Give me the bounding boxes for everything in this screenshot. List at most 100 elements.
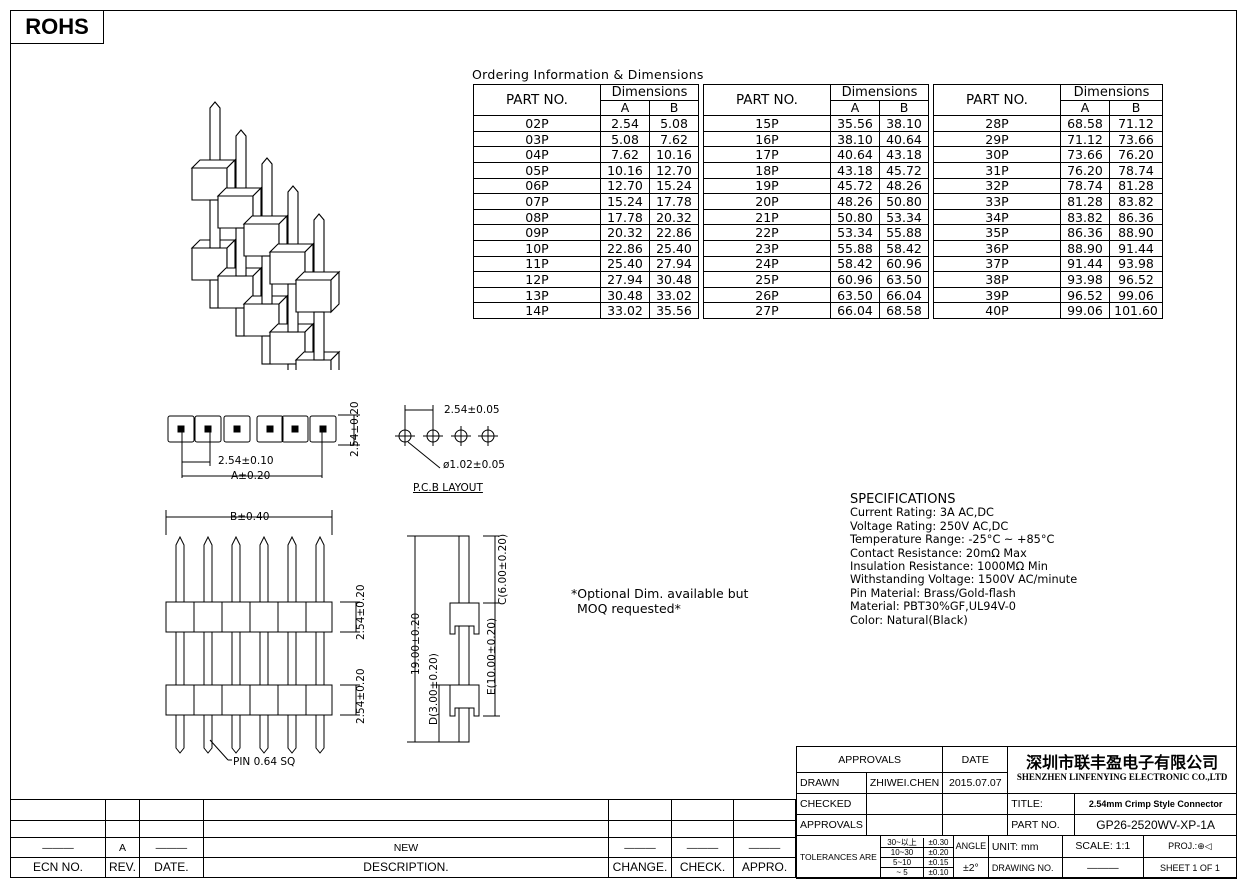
spec-line: Pin Material: Brass/Gold-flash [850, 586, 1016, 600]
table-cell: 43.18 [830, 161, 880, 179]
block-front-face [295, 359, 332, 370]
spec-line: Voltage Rating: 250V AC,DC [850, 519, 1009, 533]
block-side-face [330, 270, 340, 314]
table-cell: 25P [703, 271, 831, 288]
dimensions-header: Dimensions [1060, 84, 1163, 101]
front-pin [259, 535, 269, 754]
top-view-cell [194, 415, 222, 443]
ordering-title: Ordering Information & Dimensions [472, 67, 704, 82]
table-cell: 40.64 [830, 146, 880, 163]
front-b-dim: B±0.40 [230, 511, 270, 523]
table-cell: 10P [473, 239, 601, 257]
table-cell: 12P [473, 271, 601, 288]
table-cell: 27.94 [600, 271, 650, 288]
table-cell: 81.28 [1060, 193, 1110, 210]
front-pin [231, 535, 241, 754]
side-d-dim: D(3.00±0.20) [428, 653, 440, 725]
table-cell: 7.62 [600, 146, 650, 163]
table-cell: 20.32 [649, 208, 699, 226]
table-cell: 93.98 [1060, 271, 1110, 288]
projection-icon: ⊕◁ [1197, 841, 1212, 851]
table-cell: 32P [933, 177, 1061, 195]
front-pin [203, 535, 213, 754]
table-cell: 93.98 [1109, 255, 1163, 273]
table-cell: 48.26 [879, 177, 929, 195]
top-a-dim: A±0.20 [231, 470, 271, 482]
table-cell: 81.28 [1109, 177, 1163, 195]
tolerance-cell: ~ 5 [880, 867, 925, 877]
tolerance-cell: ±0.15 [923, 857, 953, 868]
pin-square [291, 425, 299, 433]
table-cell: 73.66 [1060, 146, 1110, 163]
table-cell: 50.80 [830, 208, 880, 226]
tolerance-cell: 10~30 [880, 847, 925, 858]
table-cell: 25.40 [600, 255, 650, 273]
table-cell: 55.88 [830, 239, 880, 257]
table-cell: 03P [473, 130, 601, 148]
table-cell: 58.42 [879, 239, 929, 257]
front-h2-dim: 2.54±0.20 [355, 668, 367, 724]
pin-square [319, 425, 327, 433]
table-cell: 40P [933, 302, 1061, 319]
front-pin [175, 535, 185, 754]
table-cell: 76.20 [1109, 146, 1163, 163]
table-cell: 43.18 [879, 146, 929, 163]
dim-a-header: A [830, 99, 880, 117]
dim-a-header: A [1060, 99, 1110, 117]
table-cell: 33.02 [600, 302, 650, 319]
front-view [165, 510, 360, 761]
table-cell: 96.52 [1109, 271, 1163, 288]
part-no-header: PART NO. [703, 83, 831, 117]
pcb-hole-dim: ø1.02±0.05 [443, 459, 505, 471]
table-cell: 20.32 [600, 224, 650, 241]
table-cell: 58.42 [830, 255, 880, 273]
tolerance-cell: ±0.10 [928, 867, 949, 877]
table-cell: 38.10 [879, 115, 929, 132]
company-cn: 深圳市联丰盈电子有限公司 [1026, 753, 1219, 772]
optional-note: *Optional Dim. available but MOQ request… [571, 586, 749, 616]
company-en: SHENZHEN LINFENYING ELECTRONIC CO.,LTD [1016, 772, 1228, 782]
table-cell: 35.56 [830, 115, 880, 132]
table-cell: 48.26 [830, 193, 880, 210]
pcb-layout-label: P.C.B LAYOUT [413, 482, 483, 494]
table-cell: 60.96 [830, 271, 880, 288]
dimensions-header: Dimensions [600, 84, 699, 101]
part-no-header: PART NO. [933, 83, 1061, 117]
pcb-layout [395, 405, 498, 469]
table-cell: 27P [703, 302, 831, 319]
tolerance-cell: ±0.20 [923, 847, 953, 858]
table-cell: 12.70 [600, 177, 650, 195]
block-side-face [330, 350, 340, 370]
table-cell: 36P [933, 239, 1061, 257]
table-cell: 13P [473, 286, 601, 304]
table-cell: 83.82 [1060, 208, 1110, 226]
pin-dim: PIN 0.64 SQ [233, 756, 296, 768]
table-cell: 53.34 [879, 208, 929, 226]
table-cell: 30P [933, 146, 1061, 163]
table-cell: 29P [933, 130, 1061, 148]
tolerance-cell: 5~10 [880, 857, 925, 868]
table-cell: 05P [473, 161, 601, 179]
table-cell: 33P [933, 193, 1061, 210]
table-cell: 07P [473, 193, 601, 210]
table-cell: 63.50 [879, 271, 929, 288]
front-pin [287, 535, 297, 754]
spec-line: Current Rating: 3A AC,DC [850, 506, 994, 520]
table-cell: 15.24 [600, 193, 650, 210]
table-cell: 71.12 [1060, 130, 1110, 148]
table-cell: 16P [703, 130, 831, 148]
pin-mid [313, 311, 325, 361]
part-no-header: PART NO. [473, 83, 601, 117]
